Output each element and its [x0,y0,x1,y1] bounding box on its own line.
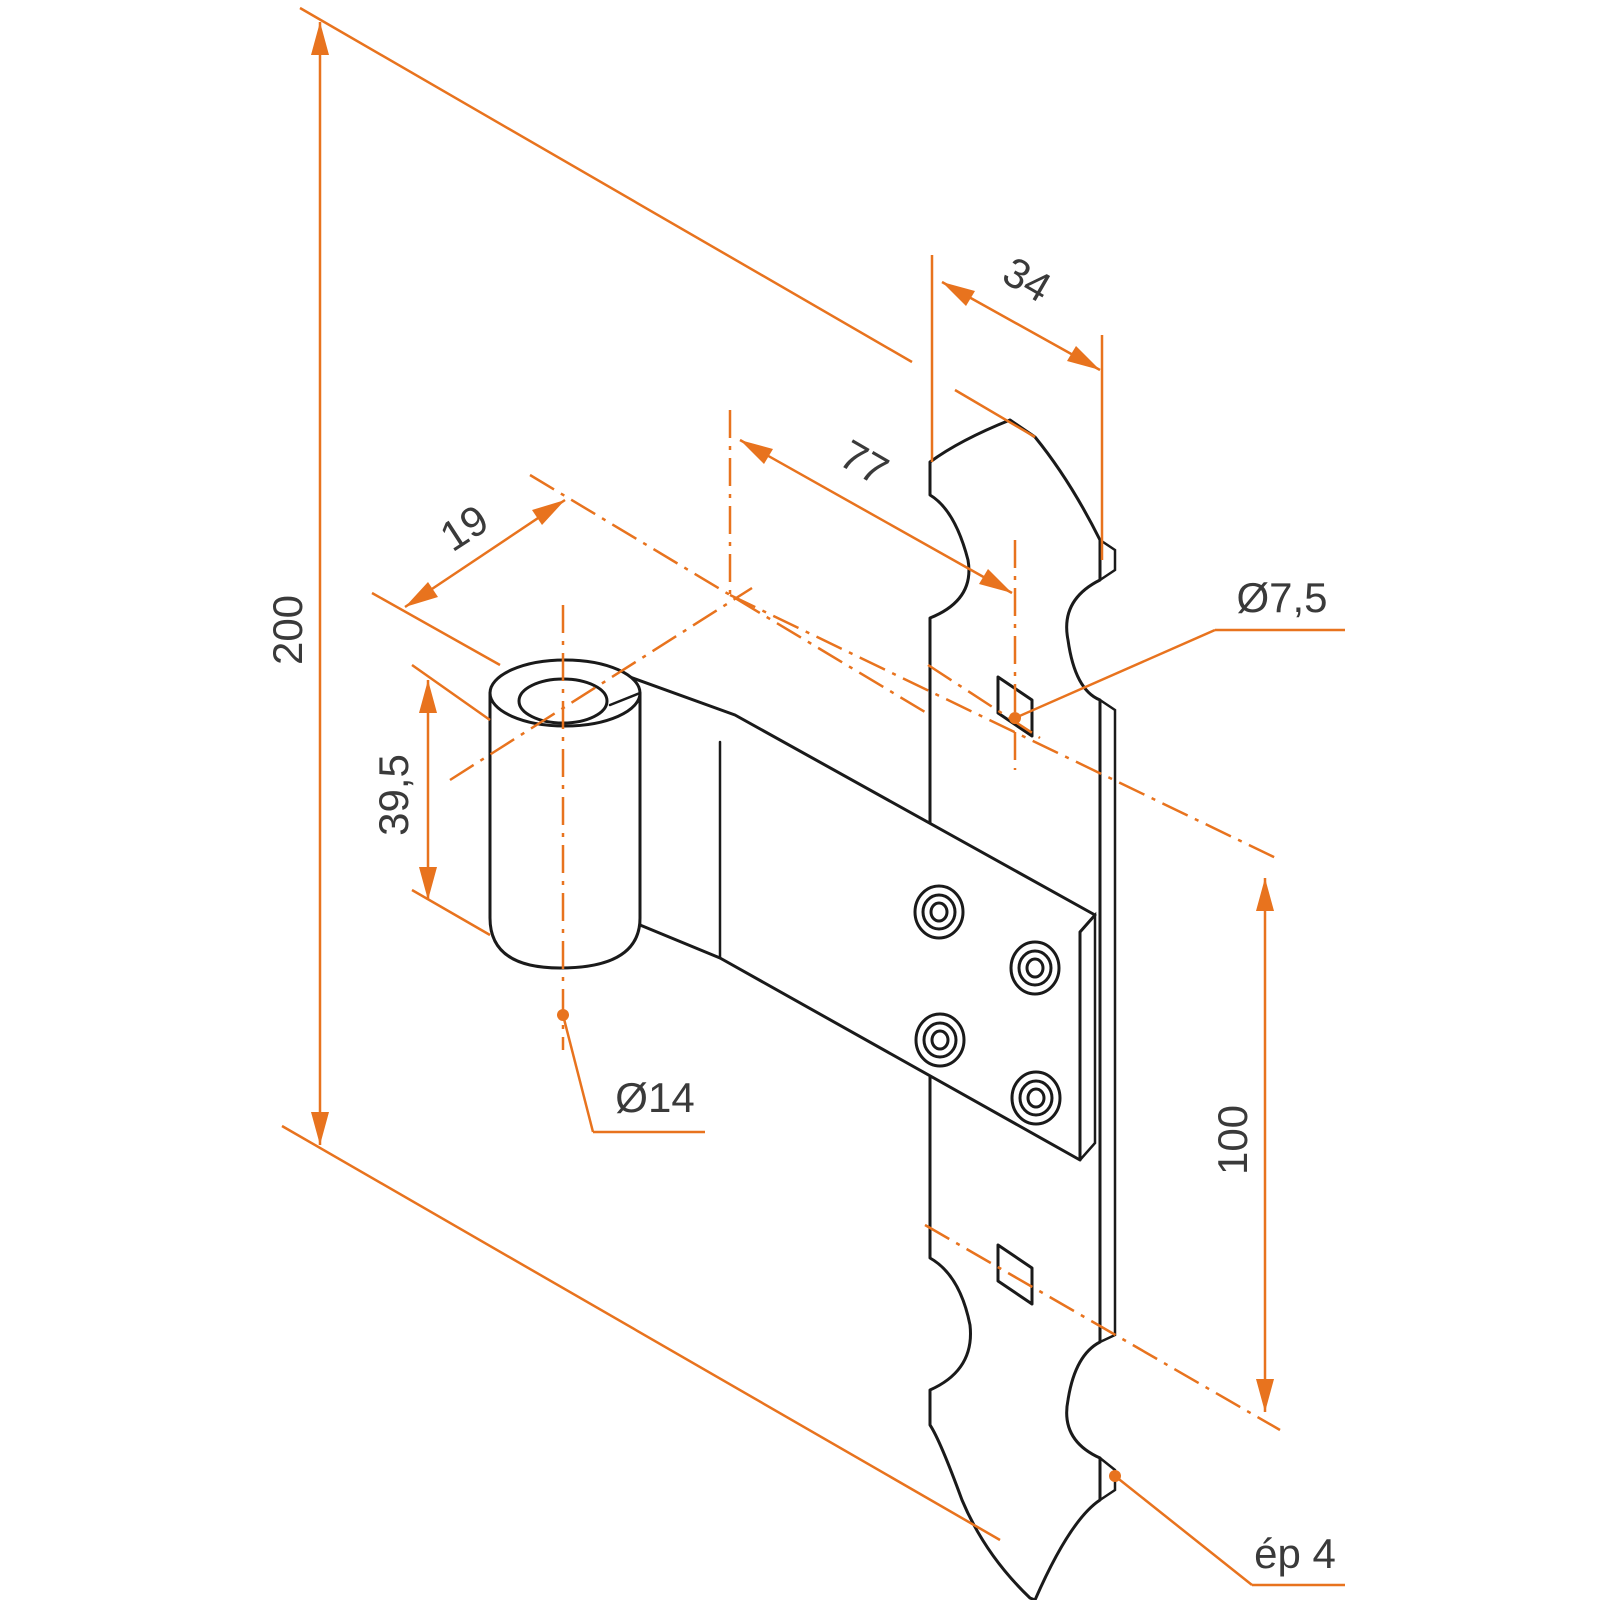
label-pin-diameter: Ø14 [615,1074,694,1121]
dim-pin-diameter-leader [557,1009,705,1134]
dim-overall-height [281,6,1001,1542]
screw-hole-4 [1010,1070,1062,1126]
strap-arm [603,666,1097,1162]
dim-strap-offset [371,473,931,717]
dim-pin-length [411,663,491,937]
label-hole-spacing: 100 [1209,1105,1256,1175]
label-thickness: ép 4 [1254,1530,1336,1577]
plate-thickness-edge-right [1098,698,1117,1344]
label-strap-offset: 19 [432,495,497,560]
screw-hole-2 [1009,940,1061,996]
screw-hole-3 [914,1012,966,1068]
label-pin-length: 39,5 [370,754,417,836]
dim-hole-offset [728,410,1017,770]
hinge-part [488,418,1117,1600]
label-overall-height: 200 [264,595,311,665]
label-hole-diameter: Ø7,5 [1236,574,1327,621]
dim-hole-spacing [1256,878,1274,1412]
screw-hole-1 [913,884,965,940]
square-hole-bottom [996,1243,1034,1306]
pin-barrel [488,658,642,970]
label-plate-width: 34 [995,247,1059,311]
dim-thickness-leader [1109,1470,1345,1587]
dim-hole-diameter-leader [1009,628,1345,724]
centre-lines [449,586,1281,1432]
strap-end-edge [1078,911,1097,1162]
plate-thickness-edge-mid [1098,538,1117,582]
label-hole-offset: 77 [832,430,896,494]
dim-plate-width [930,255,1104,560]
dimension-lines [281,6,1345,1587]
